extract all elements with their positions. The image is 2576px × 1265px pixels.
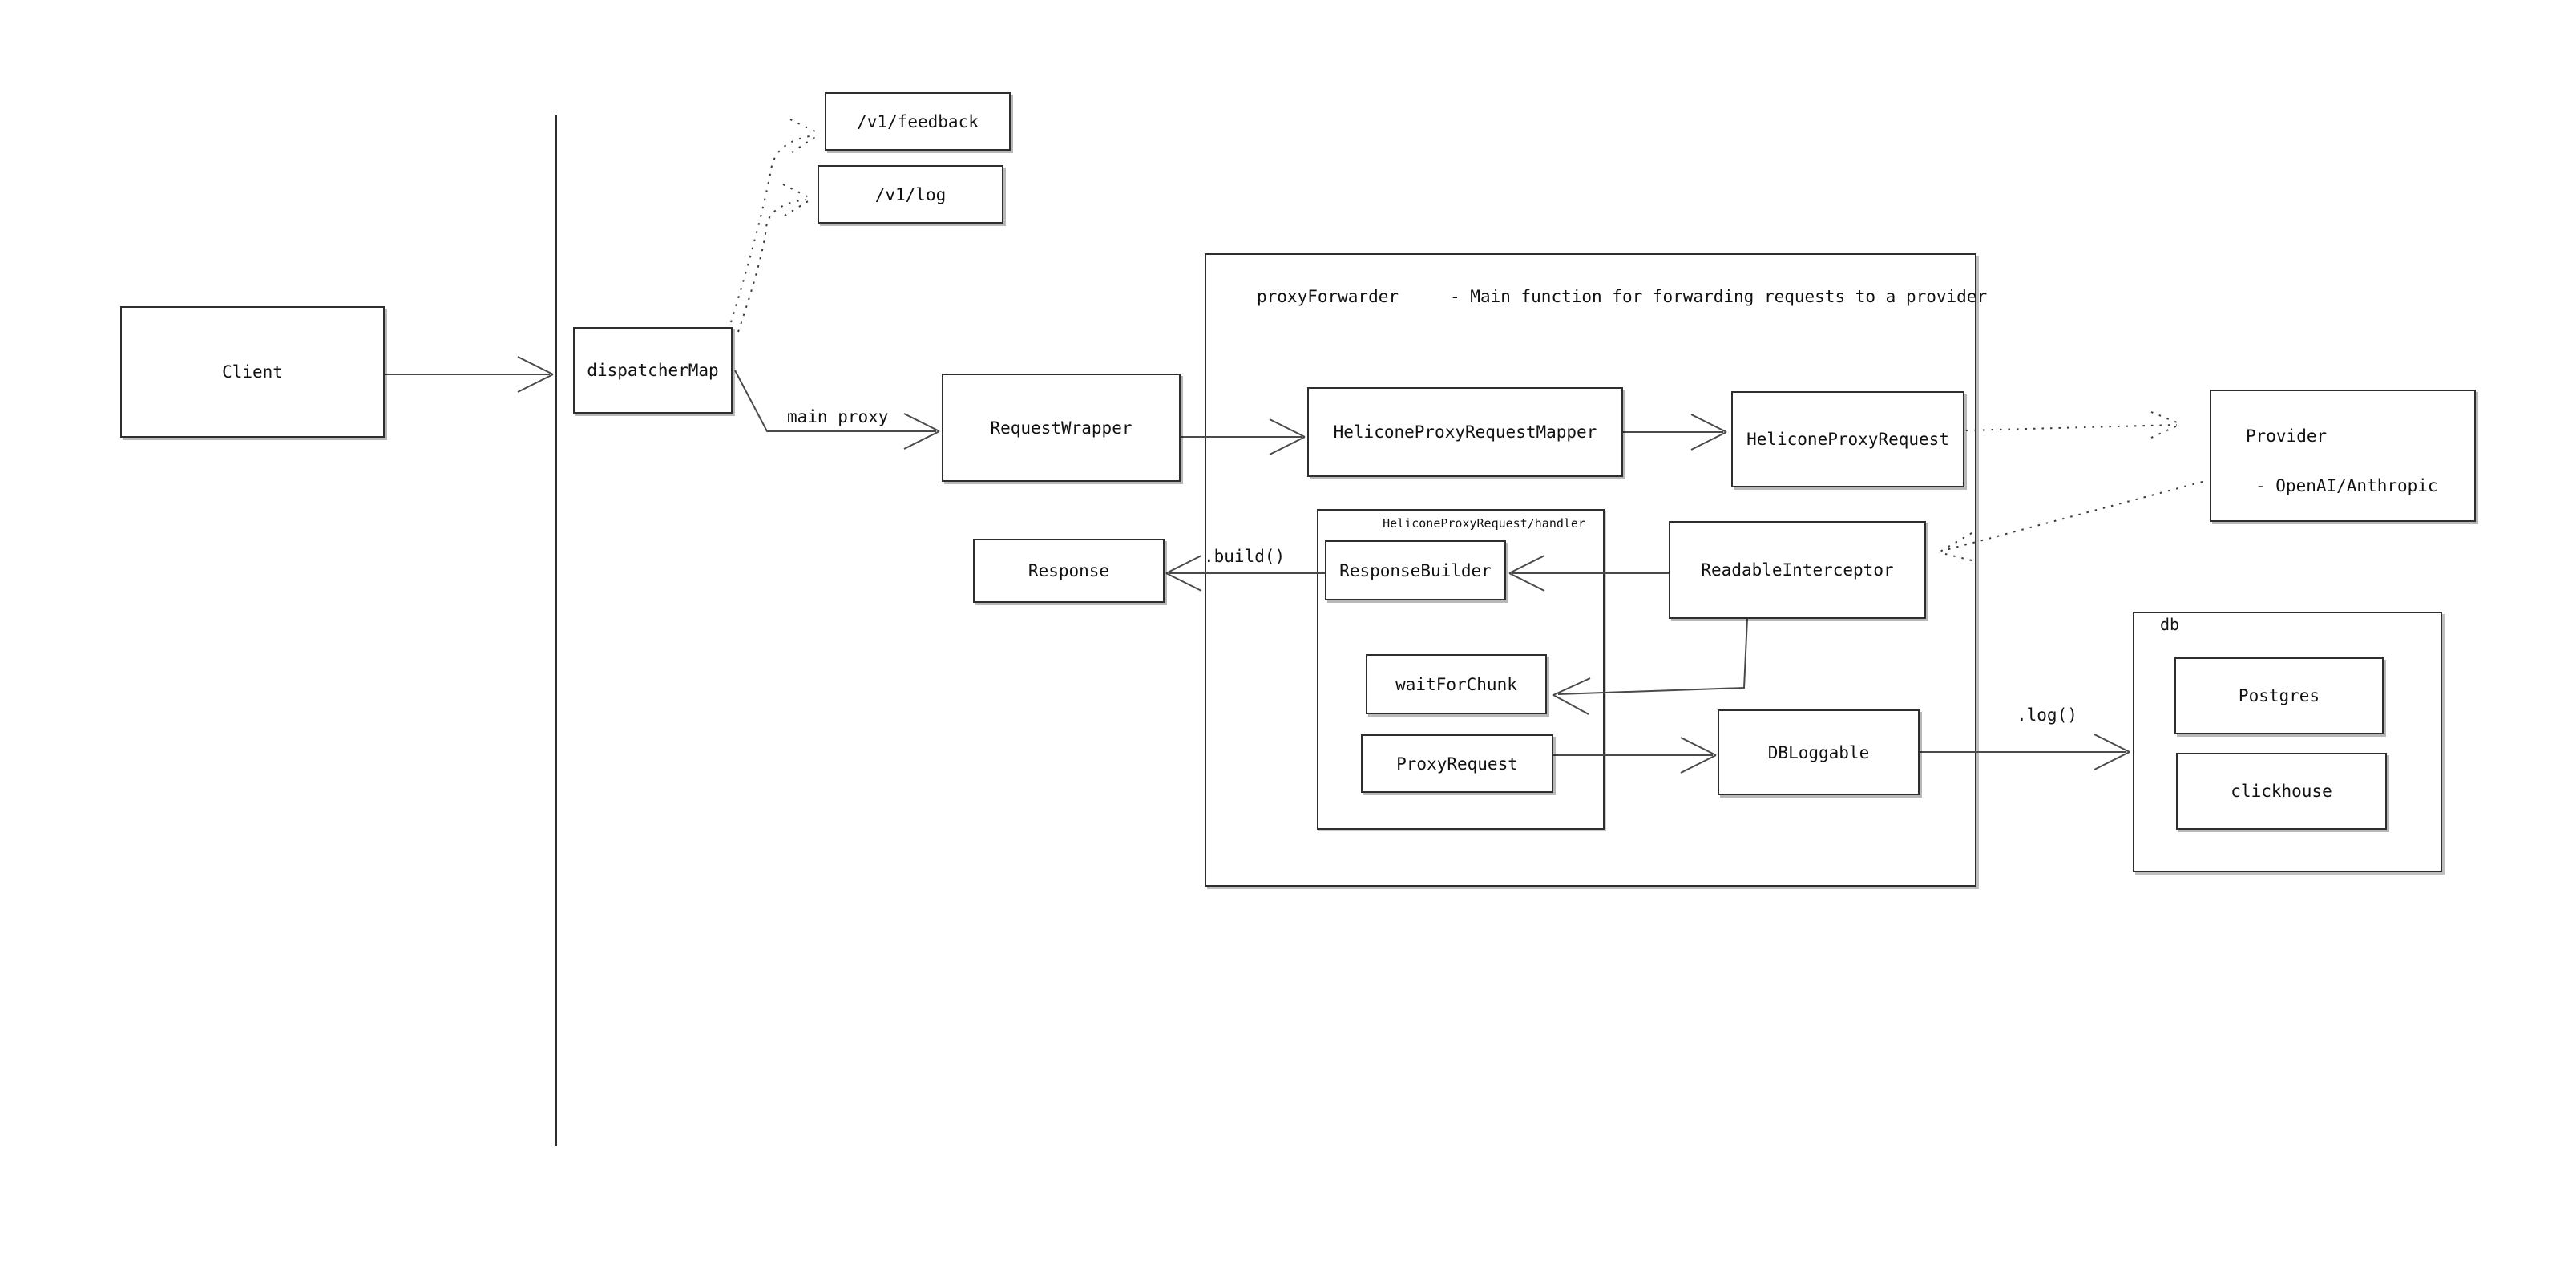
edge-proxyrequest-dbloggable [1553, 737, 1717, 774]
proxy-forwarder-container [1205, 253, 1976, 887]
edge-dbloggable-db [1920, 734, 2130, 770]
node-readable-interceptor-label: ReadableInterceptor [1701, 560, 1894, 580]
node-response: Response [973, 539, 1165, 603]
node-response-builder: ResponseBuilder [1325, 540, 1506, 600]
node-v1-log-label: /v1/log [874, 184, 947, 204]
edge-readableinterceptor-waitforchunk [1552, 618, 1748, 715]
edge-heliconeproxyrequest-provider [1965, 411, 2182, 439]
edge-client-dispatchermap [385, 356, 554, 393]
node-proxy-request-label: ProxyRequest [1396, 754, 1518, 774]
handler-container [1317, 509, 1605, 830]
node-helicone-proxy-request-label: HeliconeProxyRequest [1746, 430, 1949, 449]
edge-label-log: .log() [2017, 705, 2077, 725]
db-container [2133, 612, 2442, 872]
node-db-loggable-label: DBLoggable [1767, 742, 1870, 762]
proxy-forwarder-annotation: - Main function for forwarding requests … [1450, 287, 1988, 306]
edge-dispatchermap-log [737, 184, 813, 333]
node-dispatcher-map-label: dispatcherMap [587, 361, 719, 380]
node-helicone-proxy-request: HeliconeProxyRequest [1731, 391, 1964, 487]
edge-label-main-proxy: main proxy [787, 407, 889, 426]
edge-mapper-heliconeproxyrequest [1623, 414, 1727, 451]
node-readable-interceptor: ReadableInterceptor [1669, 521, 1926, 619]
handler-container-title: HeliconeProxyRequest/handler [1383, 516, 1585, 531]
edge-label-build: .build() [1204, 547, 1286, 566]
provider-title: Provider [2246, 426, 2328, 446]
node-client: Client [120, 306, 385, 438]
node-dispatcher-map: dispatcherMap [573, 327, 733, 414]
edge-dispatchermap-feedback [730, 119, 821, 323]
vertical-divider-line [555, 115, 557, 1146]
node-helicone-proxy-request-mapper-label: HeliconeProxyRequestMapper [1333, 422, 1597, 442]
edge-readableinterceptor-responsebuilder [1508, 555, 1669, 592]
node-response-label: Response [1028, 561, 1110, 580]
db-container-title: db [2160, 615, 2180, 634]
node-clickhouse-label: clickhouse [2231, 782, 2332, 801]
node-client-label: Client [222, 362, 283, 382]
node-clickhouse: clickhouse [2176, 753, 2387, 830]
proxy-forwarder-title: proxyForwarder [1257, 287, 1399, 306]
node-proxy-request: ProxyRequest [1361, 734, 1553, 793]
node-db-loggable: DBLoggable [1718, 709, 1920, 795]
proxy-forwarder-title-row: proxyForwarder - Main function for forwa… [1257, 287, 1987, 306]
node-wait-for-chunk: waitForChunk [1366, 654, 1547, 714]
node-request-wrapper-label: RequestWrapper [990, 418, 1133, 438]
edge-requestwrapper-mapper [1181, 418, 1306, 455]
node-helicone-proxy-request-mapper: HeliconeProxyRequestMapper [1307, 387, 1623, 477]
edge-provider-readableinterceptor [1938, 481, 2203, 561]
edge-responsebuilder-response [1165, 555, 1325, 592]
provider-subtitle: - OpenAI/Anthropic [2255, 476, 2438, 495]
edge-dispatchermap-requestwrapper [734, 370, 940, 450]
node-request-wrapper: RequestWrapper [942, 374, 1181, 482]
node-wait-for-chunk-label: waitForChunk [1395, 674, 1517, 694]
node-v1-feedback-label: /v1/feedback [857, 111, 979, 131]
node-postgres: Postgres [2174, 657, 2384, 734]
node-v1-feedback: /v1/feedback [825, 92, 1011, 151]
node-postgres-label: Postgres [2238, 686, 2320, 705]
node-provider: Provider - OpenAI/Anthropic [2210, 390, 2476, 522]
node-response-builder-label: ResponseBuilder [1339, 560, 1492, 580]
node-v1-log: /v1/log [818, 165, 1003, 224]
